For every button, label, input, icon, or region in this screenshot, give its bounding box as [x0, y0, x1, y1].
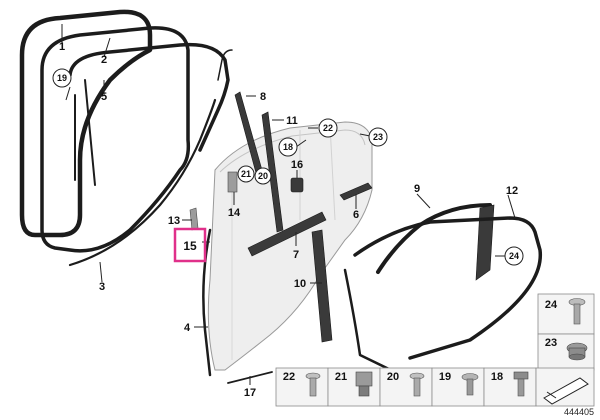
callout-15: 15 [183, 239, 197, 253]
door-seal-2 [40, 26, 191, 253]
door-frame-seal-5 [68, 42, 230, 186]
screw-22-icon [305, 372, 321, 397]
hardware-24-label: 24 [545, 299, 558, 311]
clip-13 [189, 207, 199, 231]
callout-16: 16 [291, 159, 303, 171]
document-id: 444405 [564, 407, 594, 417]
callout-22-circle: 22 [318, 118, 338, 138]
callout-17: 17 [244, 387, 256, 399]
hardware-side-table: 24 23 [537, 293, 595, 371]
callout-24-circle: 24 [504, 246, 524, 266]
callout-5: 5 [101, 91, 107, 103]
callout-4: 4 [184, 322, 191, 334]
lower-seal-3 [68, 49, 233, 267]
callout-18: 18 [283, 142, 293, 152]
callout-19-circle: 19 [52, 68, 72, 88]
hardware-20-label: 20 [387, 371, 399, 383]
rear-door-panel [207, 121, 373, 371]
callout-21: 21 [241, 169, 251, 179]
hardware-22-label: 22 [283, 371, 295, 383]
hardware-18-label: 18 [491, 371, 503, 383]
belt-strip-6 [339, 182, 373, 201]
callout-20: 20 [258, 171, 268, 181]
hardware-23-label: 23 [545, 337, 557, 349]
window-channel-12 [343, 216, 543, 374]
hardware-19-label: 19 [439, 371, 451, 383]
window-channel-9 [376, 203, 495, 281]
clip-16 [290, 177, 304, 193]
callout-21-circle: 21 [237, 165, 255, 183]
callout-18-circle: 18 [278, 137, 298, 157]
trim-strip-11 [261, 111, 284, 233]
callout-14: 14 [228, 207, 241, 219]
callout-3: 3 [99, 281, 105, 293]
trim-strip-arrow-icon [543, 377, 589, 405]
callout-8: 8 [260, 91, 266, 103]
rivet-19-icon [461, 373, 479, 396]
callout-10: 10 [294, 278, 306, 290]
screw-20-icon [409, 372, 425, 397]
callout-13: 13 [168, 215, 180, 227]
callout-6: 6 [353, 209, 359, 221]
nut-23-icon [566, 342, 588, 361]
screw-24-icon [568, 298, 586, 325]
callout-23-circle: 23 [368, 127, 388, 147]
callout-11: 11 [286, 115, 298, 127]
callout-1: 1 [59, 41, 65, 53]
b-pillar-trim-10 [311, 229, 333, 343]
callout-22: 22 [323, 123, 333, 133]
callout-19: 19 [57, 73, 67, 83]
callout-23: 23 [373, 132, 383, 142]
hardware-21-label: 21 [335, 371, 347, 383]
callout-12: 12 [506, 185, 518, 197]
bracket-14 [227, 171, 238, 193]
callout-24: 24 [509, 251, 519, 261]
clip-21-icon [355, 371, 373, 397]
belt-strip-7 [247, 211, 327, 257]
callout-15-highlight[interactable]: 15 [173, 227, 207, 263]
callout-7: 7 [293, 249, 299, 261]
callout-20-circle: 20 [254, 167, 272, 185]
callout-2: 2 [101, 54, 107, 66]
hardware-bottom-table: 22 21 20 19 18 [275, 367, 595, 407]
bolt-18-icon [513, 371, 529, 397]
callout-9: 9 [414, 183, 420, 195]
